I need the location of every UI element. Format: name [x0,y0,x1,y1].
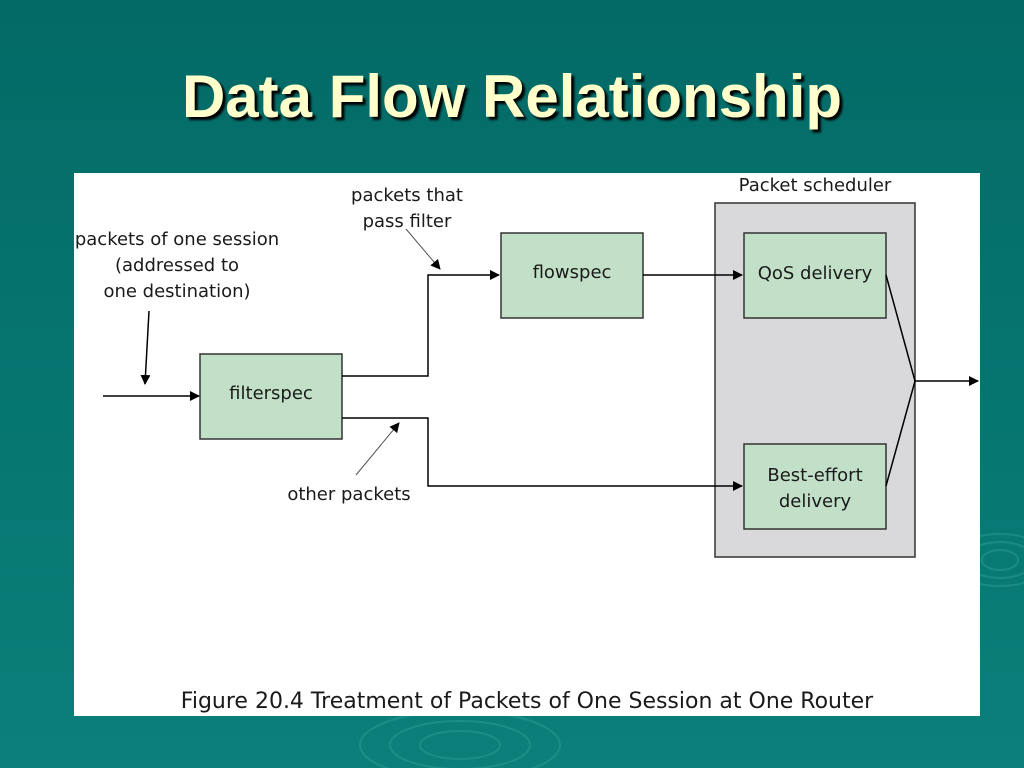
filter-to-flowspec-arrow [342,270,500,377]
slide-title: Data Flow Relationship [181,63,843,130]
session-pointer-arrow [140,310,151,385]
best-effort-label-line2: delivery [779,491,852,512]
figure-caption: Figure 20.4 Treatment of Packets of One … [181,689,874,714]
flowspec-label: flowspec [533,262,612,283]
other-packets-annotation: other packets [287,484,410,505]
best-effort-merge-line [885,380,916,487]
best-effort-label-line1: Best-effort [767,465,862,486]
filterspec-node [199,353,343,440]
other-packets-pointer-arrow [355,422,400,476]
best-effort-delivery-node [743,443,887,530]
pass-filter-annotation-line1: packets that [351,185,463,206]
session-annotation-line3: one destination) [103,281,250,302]
packet-scheduler-label: Packet scheduler [739,175,892,196]
filterspec-label: filterspec [229,383,313,404]
qos-merge-line [885,274,916,382]
pass-filter-pointer-arrow [405,228,441,270]
pass-filter-annotation-line2: pass filter [363,211,452,232]
filter-to-best-effort-arrow [342,417,743,491]
session-annotation-line1: packets of one session [75,229,279,250]
qos-delivery-label: QoS delivery [758,263,873,284]
figure-panel: Packet scheduler filterspec flowspec QoS… [74,173,980,716]
flowspec-node [500,232,644,319]
data-flow-diagram: Packet scheduler filterspec flowspec QoS… [75,175,979,714]
session-annotation-line2: (addressed to [115,255,239,276]
